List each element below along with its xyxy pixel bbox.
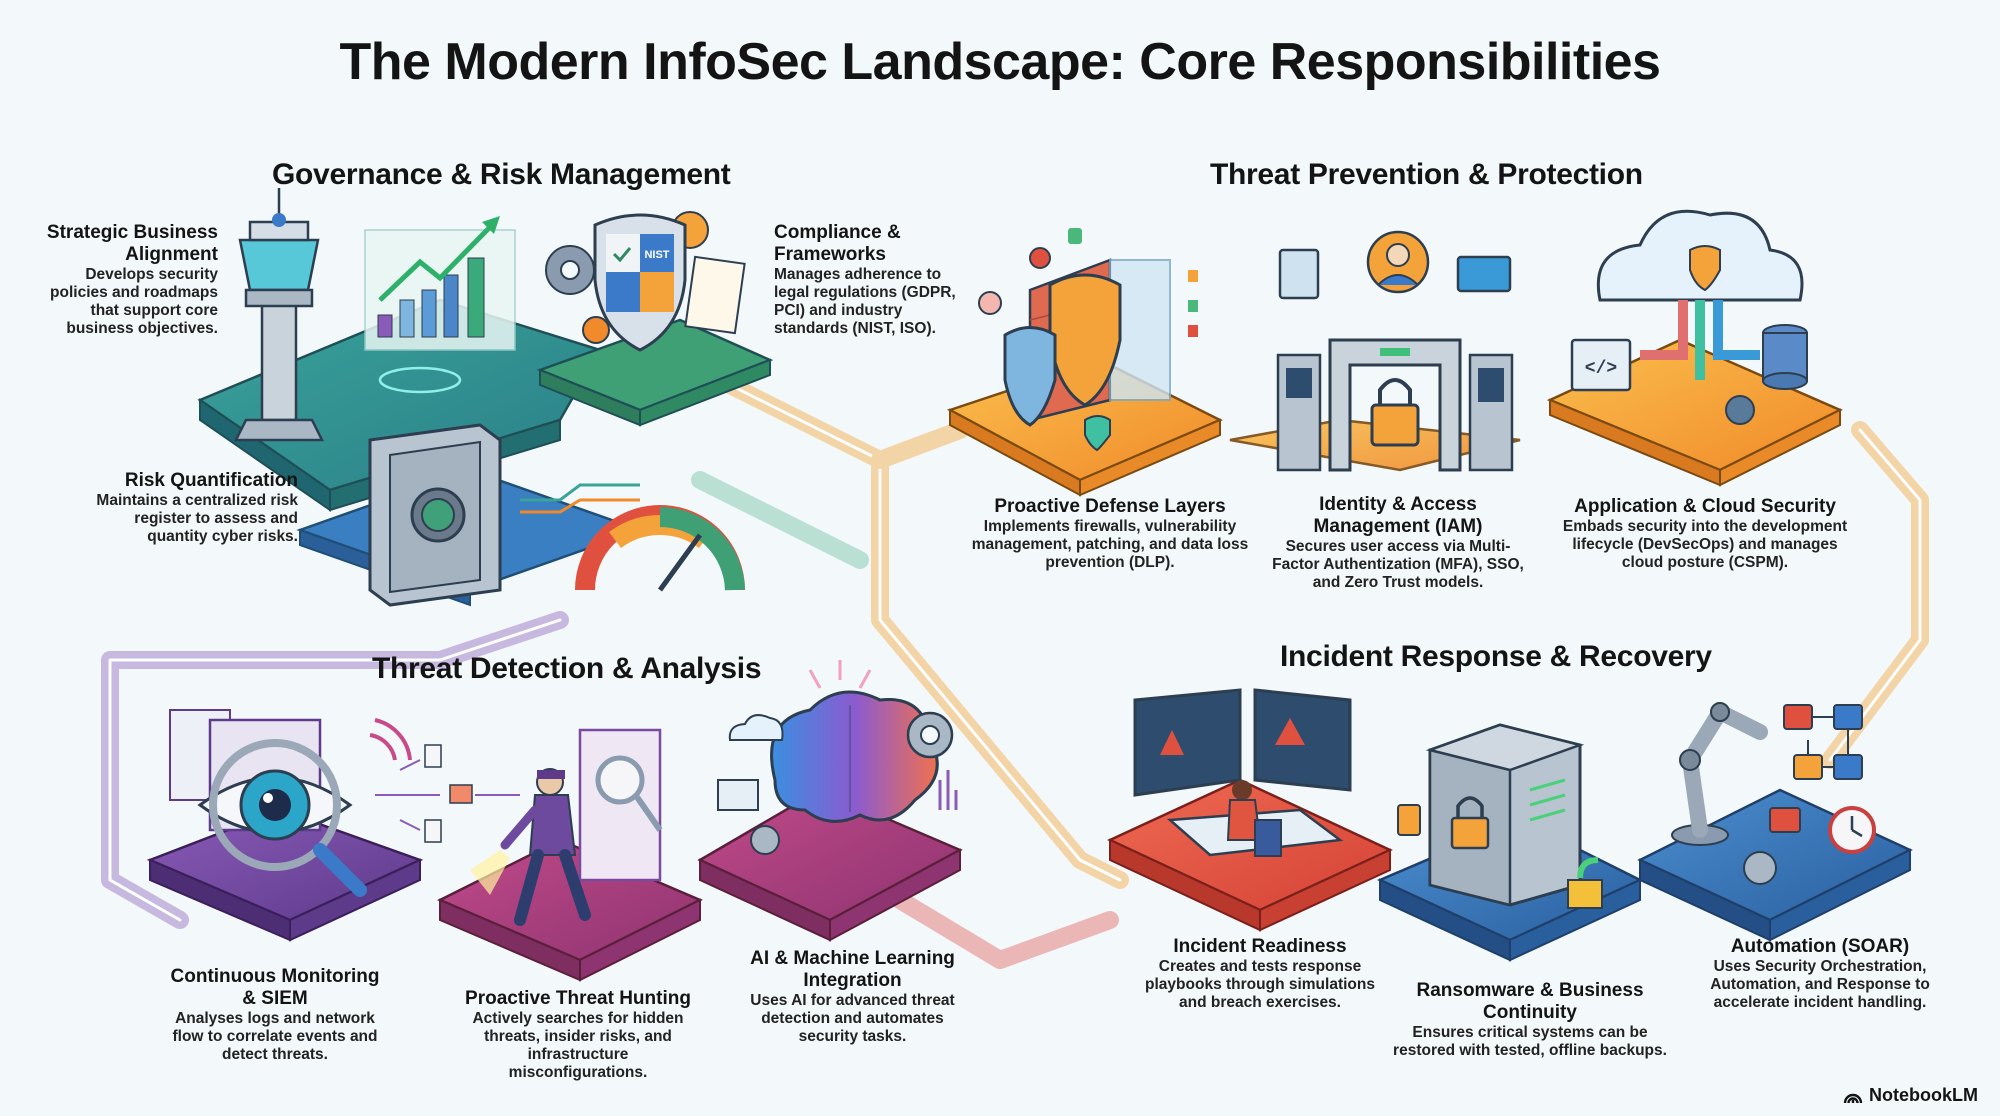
item-application-cloud-security: Application & Cloud Security Embads secu…	[1560, 496, 1850, 572]
item-automation-soar: Automation (SOAR) Uses Security Orchestr…	[1690, 936, 1950, 1012]
item-description: Ensures critical systems can be restored…	[1393, 1024, 1667, 1059]
brain-icon	[717, 660, 958, 855]
eye-magnifier-icon	[169, 709, 520, 897]
code-tag: </>	[1585, 359, 1617, 379]
item-title: Risk Quantification	[124, 470, 298, 491]
section-heading-prevention: Threat Prevention & Protection	[1210, 158, 1643, 191]
item-compliance-frameworks: Compliance & Frameworks Manages adherenc…	[774, 222, 964, 338]
soc-workstation-icon	[1133, 688, 1352, 857]
item-strategic-business-alignment: Strategic Business Alignment Develops se…	[28, 222, 218, 338]
flow-path	[101, 371, 1929, 969]
page-title: The Modern InfoSec Landscape: Core Respo…	[339, 33, 1661, 91]
nist-label: NIST	[644, 249, 669, 261]
hunter-flashlight-icon	[470, 728, 663, 926]
item-ransomware-business-continuity: Ransomware & Business Continuity Ensures…	[1385, 980, 1675, 1060]
item-proactive-defense-layers: Proactive Defense Layers Implements fire…	[970, 496, 1250, 572]
item-description: Manages adherence to legal regulations (…	[774, 266, 956, 337]
section-heading-detection: Threat Detection & Analysis	[372, 652, 762, 685]
item-title: Continuous Monitoring & SIEM	[170, 966, 380, 1009]
brand-label: NotebookLM	[1869, 1085, 1978, 1105]
item-title: Strategic Business Alignment	[46, 222, 218, 265]
vault-gauge-icon	[368, 423, 745, 607]
item-description: Creates and tests response playbooks thr…	[1145, 958, 1375, 1011]
item-description: Implements firewalls, vulnerability mana…	[971, 518, 1249, 571]
detection-platforms	[146, 788, 963, 982]
item-title: Proactive Threat Hunting	[465, 988, 691, 1009]
cloud-database-icon: </>	[1570, 209, 1808, 425]
notebooklm-logo-icon	[1843, 1093, 1863, 1103]
item-risk-quantification: Risk Quantification Maintains a centrali…	[90, 470, 298, 546]
item-description: Uses AI for advanced threat detection an…	[750, 992, 955, 1045]
item-title: Automation (SOAR)	[1730, 936, 1910, 957]
notebooklm-brand: NotebookLM	[1843, 1085, 1978, 1106]
shield-firewall-icon	[978, 228, 1198, 452]
item-description: Analyses logs and network flow to correl…	[172, 1010, 378, 1063]
item-title: Application & Cloud Security	[1574, 496, 1836, 517]
item-title: Ransomware & Business Continuity	[1416, 980, 1644, 1023]
growth-chart-icon	[364, 216, 516, 394]
item-incident-readiness: Incident Readiness Creates and tests res…	[1140, 936, 1380, 1012]
item-description: Actively searches for hidden threats, in…	[472, 1010, 684, 1081]
section-heading-governance: Governance & Risk Management	[272, 158, 731, 191]
item-ai-machine-learning: AI & Machine Learning Integration Uses A…	[745, 948, 960, 1046]
item-proactive-threat-hunting: Proactive Threat Hunting Actively search…	[458, 988, 698, 1082]
item-title: Proactive Defense Layers	[994, 496, 1226, 517]
item-description: Develops security policies and roadmaps …	[50, 266, 218, 337]
item-identity-access-management: Identity & Access Management (IAM) Secur…	[1268, 494, 1528, 592]
item-title: AI & Machine Learning Integration	[750, 948, 955, 991]
item-description: Uses Security Orchestration, Automation,…	[1710, 958, 1930, 1011]
control-tower-icon	[233, 188, 325, 442]
section-heading-response: Incident Response & Recovery	[1280, 640, 1712, 673]
item-description: Secures user access via Multi-Factor Aut…	[1272, 538, 1524, 591]
robot-arm-workflow-icon	[1671, 701, 1876, 885]
item-title: Incident Readiness	[1173, 936, 1347, 957]
item-title: Compliance & Frameworks	[774, 222, 901, 265]
backup-vault-icon	[1397, 723, 1603, 909]
item-description: Embads security into the development lif…	[1562, 518, 1848, 571]
item-description: Maintains a centralized risk register to…	[96, 492, 298, 545]
shield-nist-icon: NIST	[545, 211, 746, 352]
item-title: Identity & Access Management (IAM)	[1313, 494, 1483, 537]
access-gate-lock-icon	[1276, 230, 1514, 472]
item-continuous-monitoring-siem: Continuous Monitoring & SIEM Analyses lo…	[170, 966, 380, 1064]
